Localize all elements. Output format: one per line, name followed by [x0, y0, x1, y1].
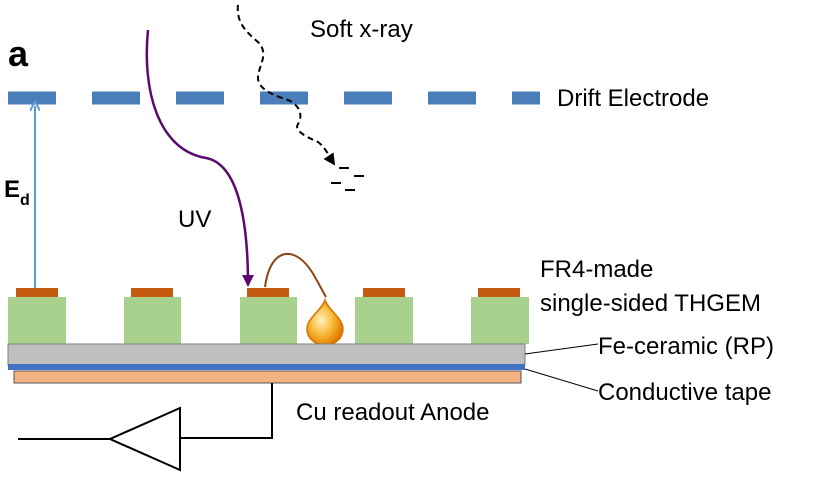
soft-xray-label: Soft x-ray [310, 16, 413, 43]
thgem-pillar [124, 297, 181, 344]
drift-field-subscript: d [20, 192, 30, 209]
thgem-pillar [355, 297, 413, 344]
thgem-electrode [363, 288, 405, 297]
thgem-electrode [478, 288, 520, 297]
avalanche-droplet-icon [306, 297, 344, 346]
photoelectron-path [264, 252, 327, 298]
drift-electrode-label: Drift Electrode [557, 85, 709, 112]
thgem-label-line2: single-sided THGEM [540, 290, 761, 317]
anode-label: Cu readout Anode [296, 399, 490, 426]
conductive-tape [8, 364, 525, 370]
amplifier-icon [107, 406, 181, 472]
thgem-electrodes [16, 288, 520, 297]
readout-wire [180, 383, 273, 439]
thgem-pillar [240, 297, 297, 344]
panel-label: a [8, 33, 29, 74]
thgem-electrode [247, 288, 289, 297]
uv-label: UV [178, 206, 211, 233]
resistive-plate-leader [524, 343, 599, 355]
readout-anode [13, 370, 522, 384]
thgem-pillar [471, 297, 529, 344]
resistive-plate [7, 343, 526, 366]
thgem-pillar [8, 297, 66, 344]
resistive-plate-label: Fe-ceramic (RP) [598, 333, 774, 360]
soft-xray-path [236, 4, 336, 166]
thgem-label-line1: FR4-made [540, 256, 653, 283]
conductive-tape-label: Conductive tape [598, 379, 771, 406]
ionization-electrons [331, 167, 364, 191]
drift-field-symbol: E [4, 176, 20, 203]
drift-field-label: Ed [4, 176, 30, 209]
uv-photon-path [145, 29, 254, 287]
thgem-electrode [16, 288, 58, 297]
thgem-electrode [131, 288, 173, 297]
conductive-tape-leader [524, 368, 599, 392]
thgem-pillars [8, 297, 529, 344]
